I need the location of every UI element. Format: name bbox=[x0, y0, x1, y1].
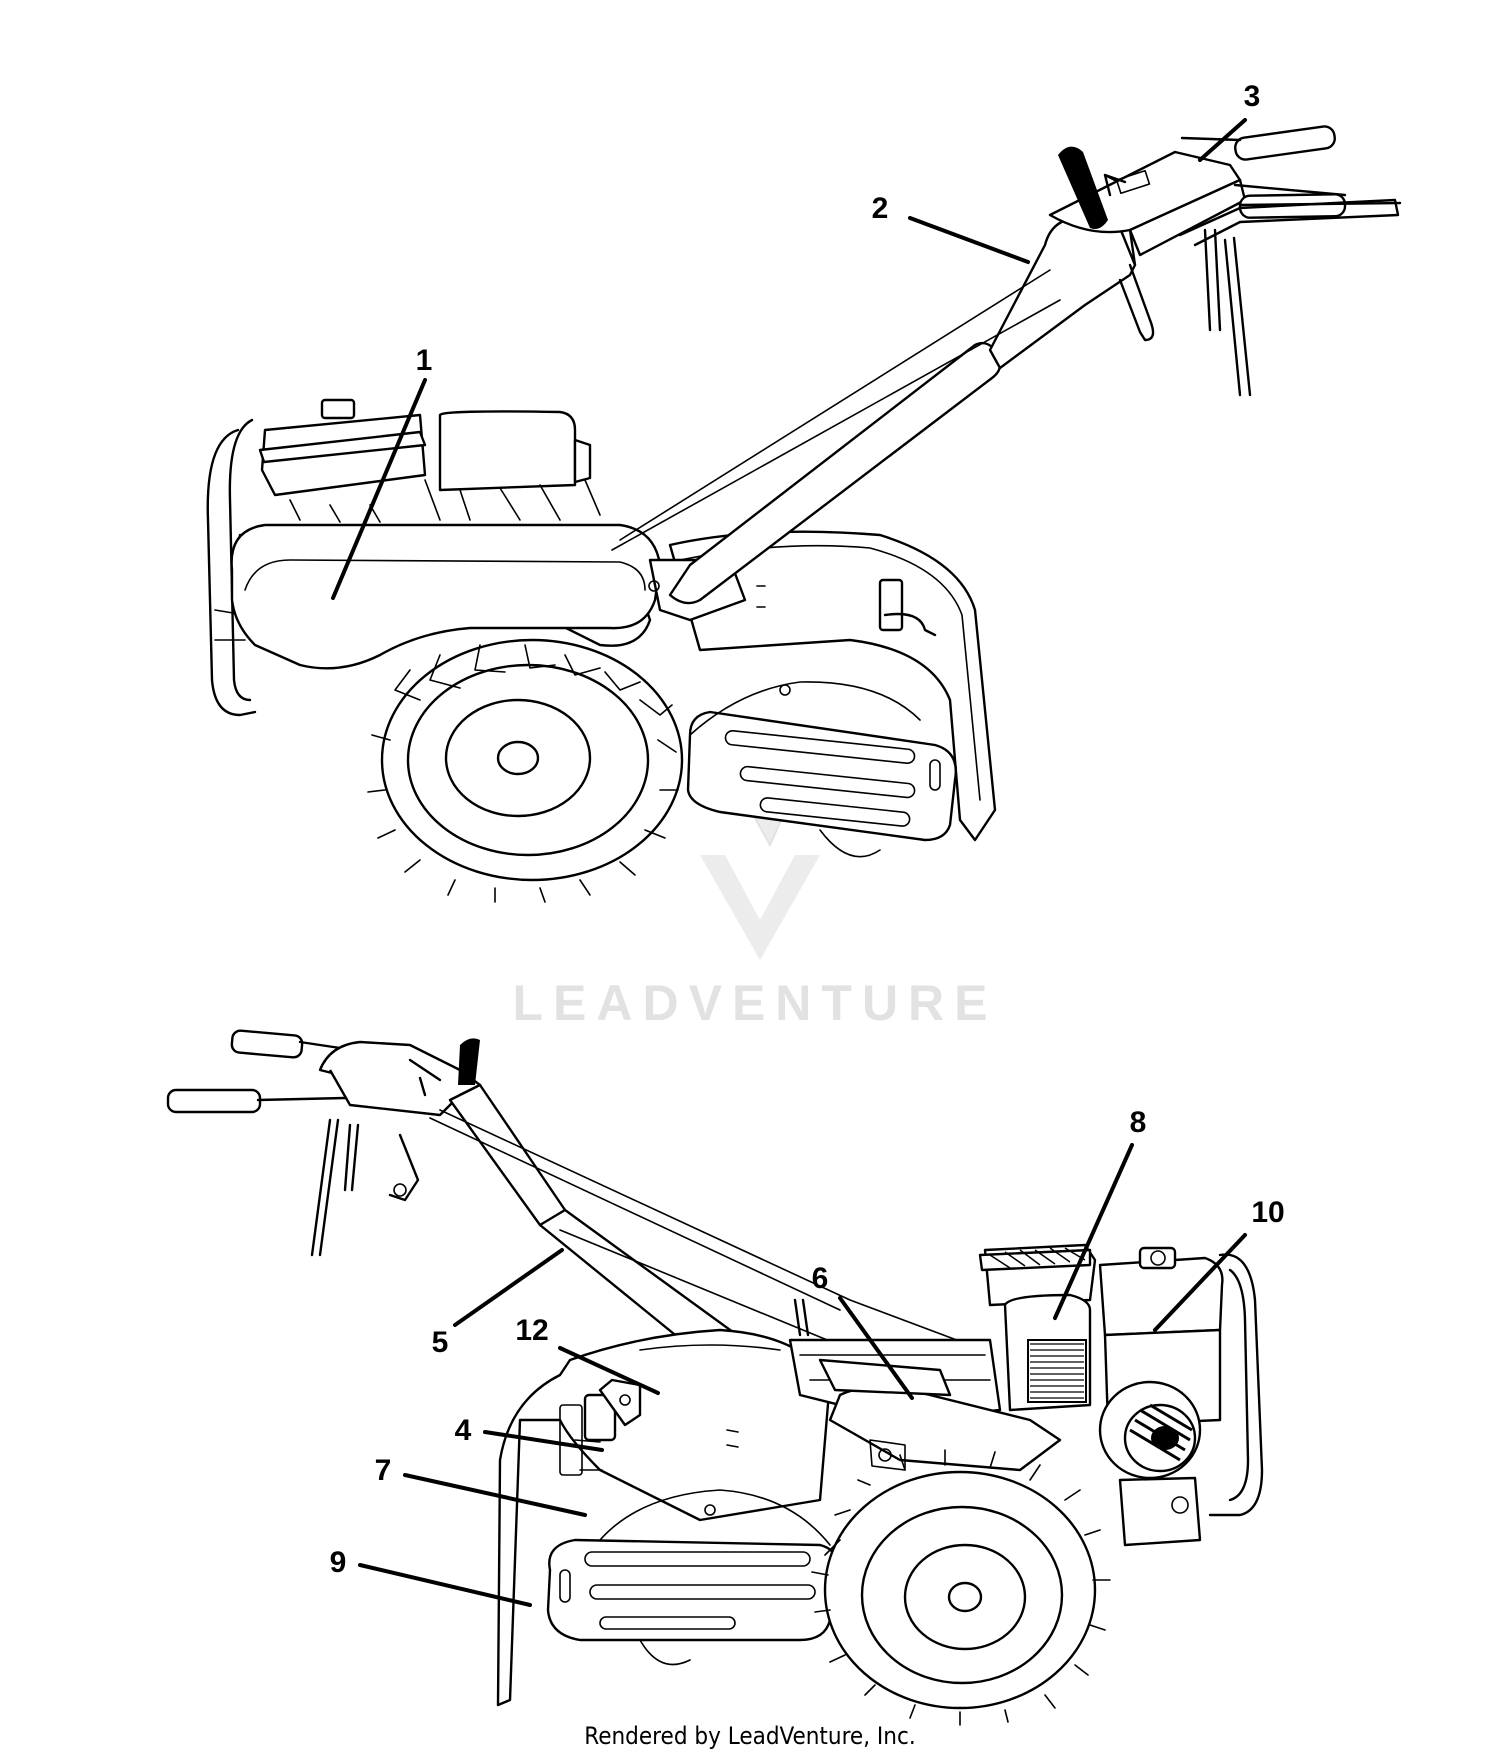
callout-10: 10 bbox=[1251, 1196, 1284, 1229]
leader-3 bbox=[1198, 118, 1247, 162]
leader-10 bbox=[1153, 1233, 1247, 1332]
callout-2: 2 bbox=[872, 192, 889, 225]
leader-8 bbox=[1053, 1143, 1134, 1320]
tiller-top-view bbox=[206, 125, 1402, 903]
leader-2 bbox=[908, 216, 1030, 264]
callout-12: 12 bbox=[515, 1314, 548, 1347]
leader-4 bbox=[483, 1430, 604, 1452]
leader-9 bbox=[358, 1563, 532, 1607]
render-credit: Rendered by LeadVenture, Inc. bbox=[584, 1722, 915, 1750]
leader-6 bbox=[838, 1296, 914, 1400]
callout-3: 3 bbox=[1244, 80, 1261, 113]
callout-leaders bbox=[331, 118, 1247, 1607]
watermark-text: LEADVENTURE bbox=[512, 975, 997, 1031]
leader-5 bbox=[453, 1248, 564, 1327]
callout-8: 8 bbox=[1130, 1106, 1147, 1139]
callout-1: 1 bbox=[416, 344, 433, 377]
callout-7: 7 bbox=[375, 1454, 392, 1487]
tiller-bottom-view bbox=[166, 1029, 1264, 1726]
leadventure-watermark: LEADVENTURE bbox=[512, 754, 997, 1031]
callout-labels: 1 2 3 4 5 6 7 8 9 10 12 bbox=[330, 80, 1285, 1579]
callout-4: 4 bbox=[455, 1414, 472, 1447]
leader-12 bbox=[558, 1346, 660, 1395]
callout-5: 5 bbox=[432, 1326, 449, 1359]
leader-7 bbox=[403, 1473, 587, 1517]
leader-1 bbox=[331, 378, 427, 600]
callout-9: 9 bbox=[330, 1546, 347, 1579]
callout-6: 6 bbox=[812, 1262, 829, 1295]
